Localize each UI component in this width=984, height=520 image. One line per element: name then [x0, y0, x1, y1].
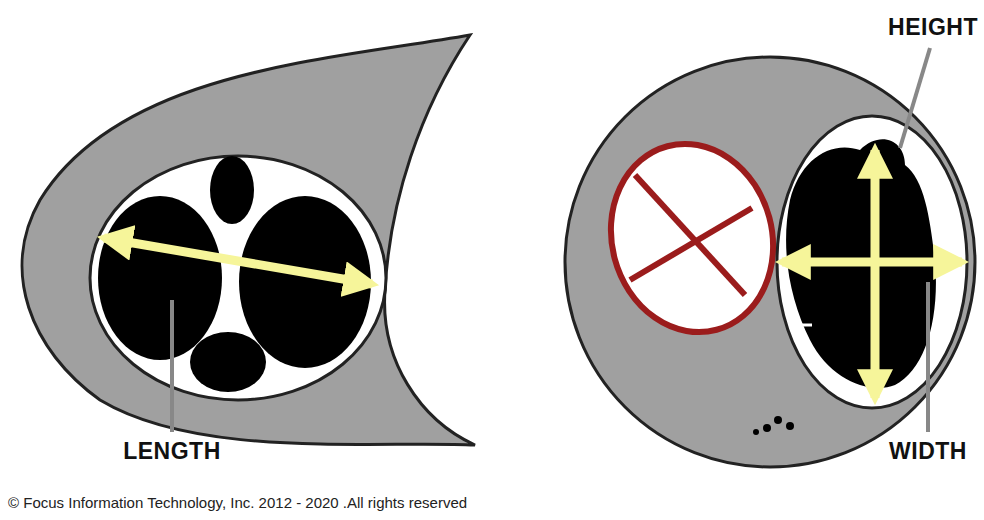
- large-structure: [98, 196, 222, 360]
- length-arrow: [104, 238, 372, 284]
- outer-tissue: [565, 57, 975, 467]
- small-structure: [210, 156, 254, 224]
- exclude-mark: [635, 175, 745, 295]
- inner-lumen: [777, 116, 967, 408]
- small-structure: [190, 332, 266, 392]
- dot: [763, 424, 771, 432]
- dimension-label: WIDTH: [889, 438, 967, 465]
- width-arrow: [782, 258, 962, 267]
- dot: [753, 429, 759, 435]
- copyright-note: © Focus Information Technology, Inc. 201…: [8, 494, 467, 511]
- dimension-label: LENGTH: [123, 438, 221, 465]
- dot: [774, 416, 782, 424]
- mark: [800, 324, 812, 327]
- dimension-label: HEIGHT: [888, 14, 978, 41]
- excluded-structure: [590, 126, 794, 351]
- leader-line: [900, 48, 930, 148]
- outer-tissue: [22, 35, 475, 445]
- height-arrow: [871, 150, 880, 398]
- leader-line: [170, 300, 174, 432]
- inner-lumen: [90, 156, 386, 400]
- exclude-mark: [630, 208, 752, 280]
- leader-line: [926, 282, 930, 432]
- dot: [786, 422, 794, 430]
